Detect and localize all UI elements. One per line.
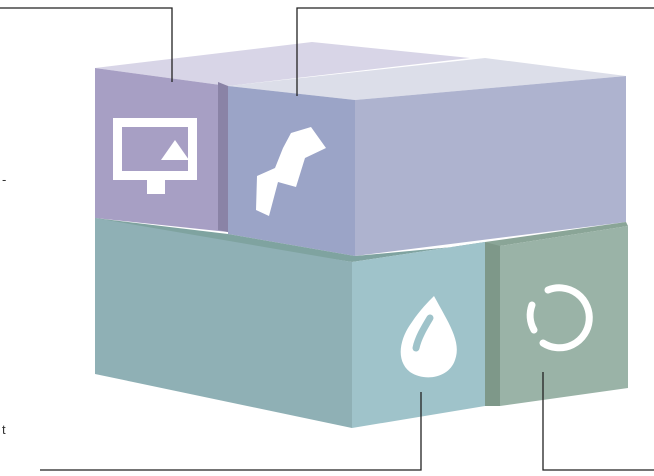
block-refresh-side [485,242,500,406]
block-refresh [485,222,628,406]
block-refresh-front [500,226,628,406]
block-cube-seam [218,82,228,232]
edge-text-t: t [2,422,6,437]
edge-text-dash: - [2,172,6,187]
block-cube [218,58,626,256]
block-water [95,218,485,428]
